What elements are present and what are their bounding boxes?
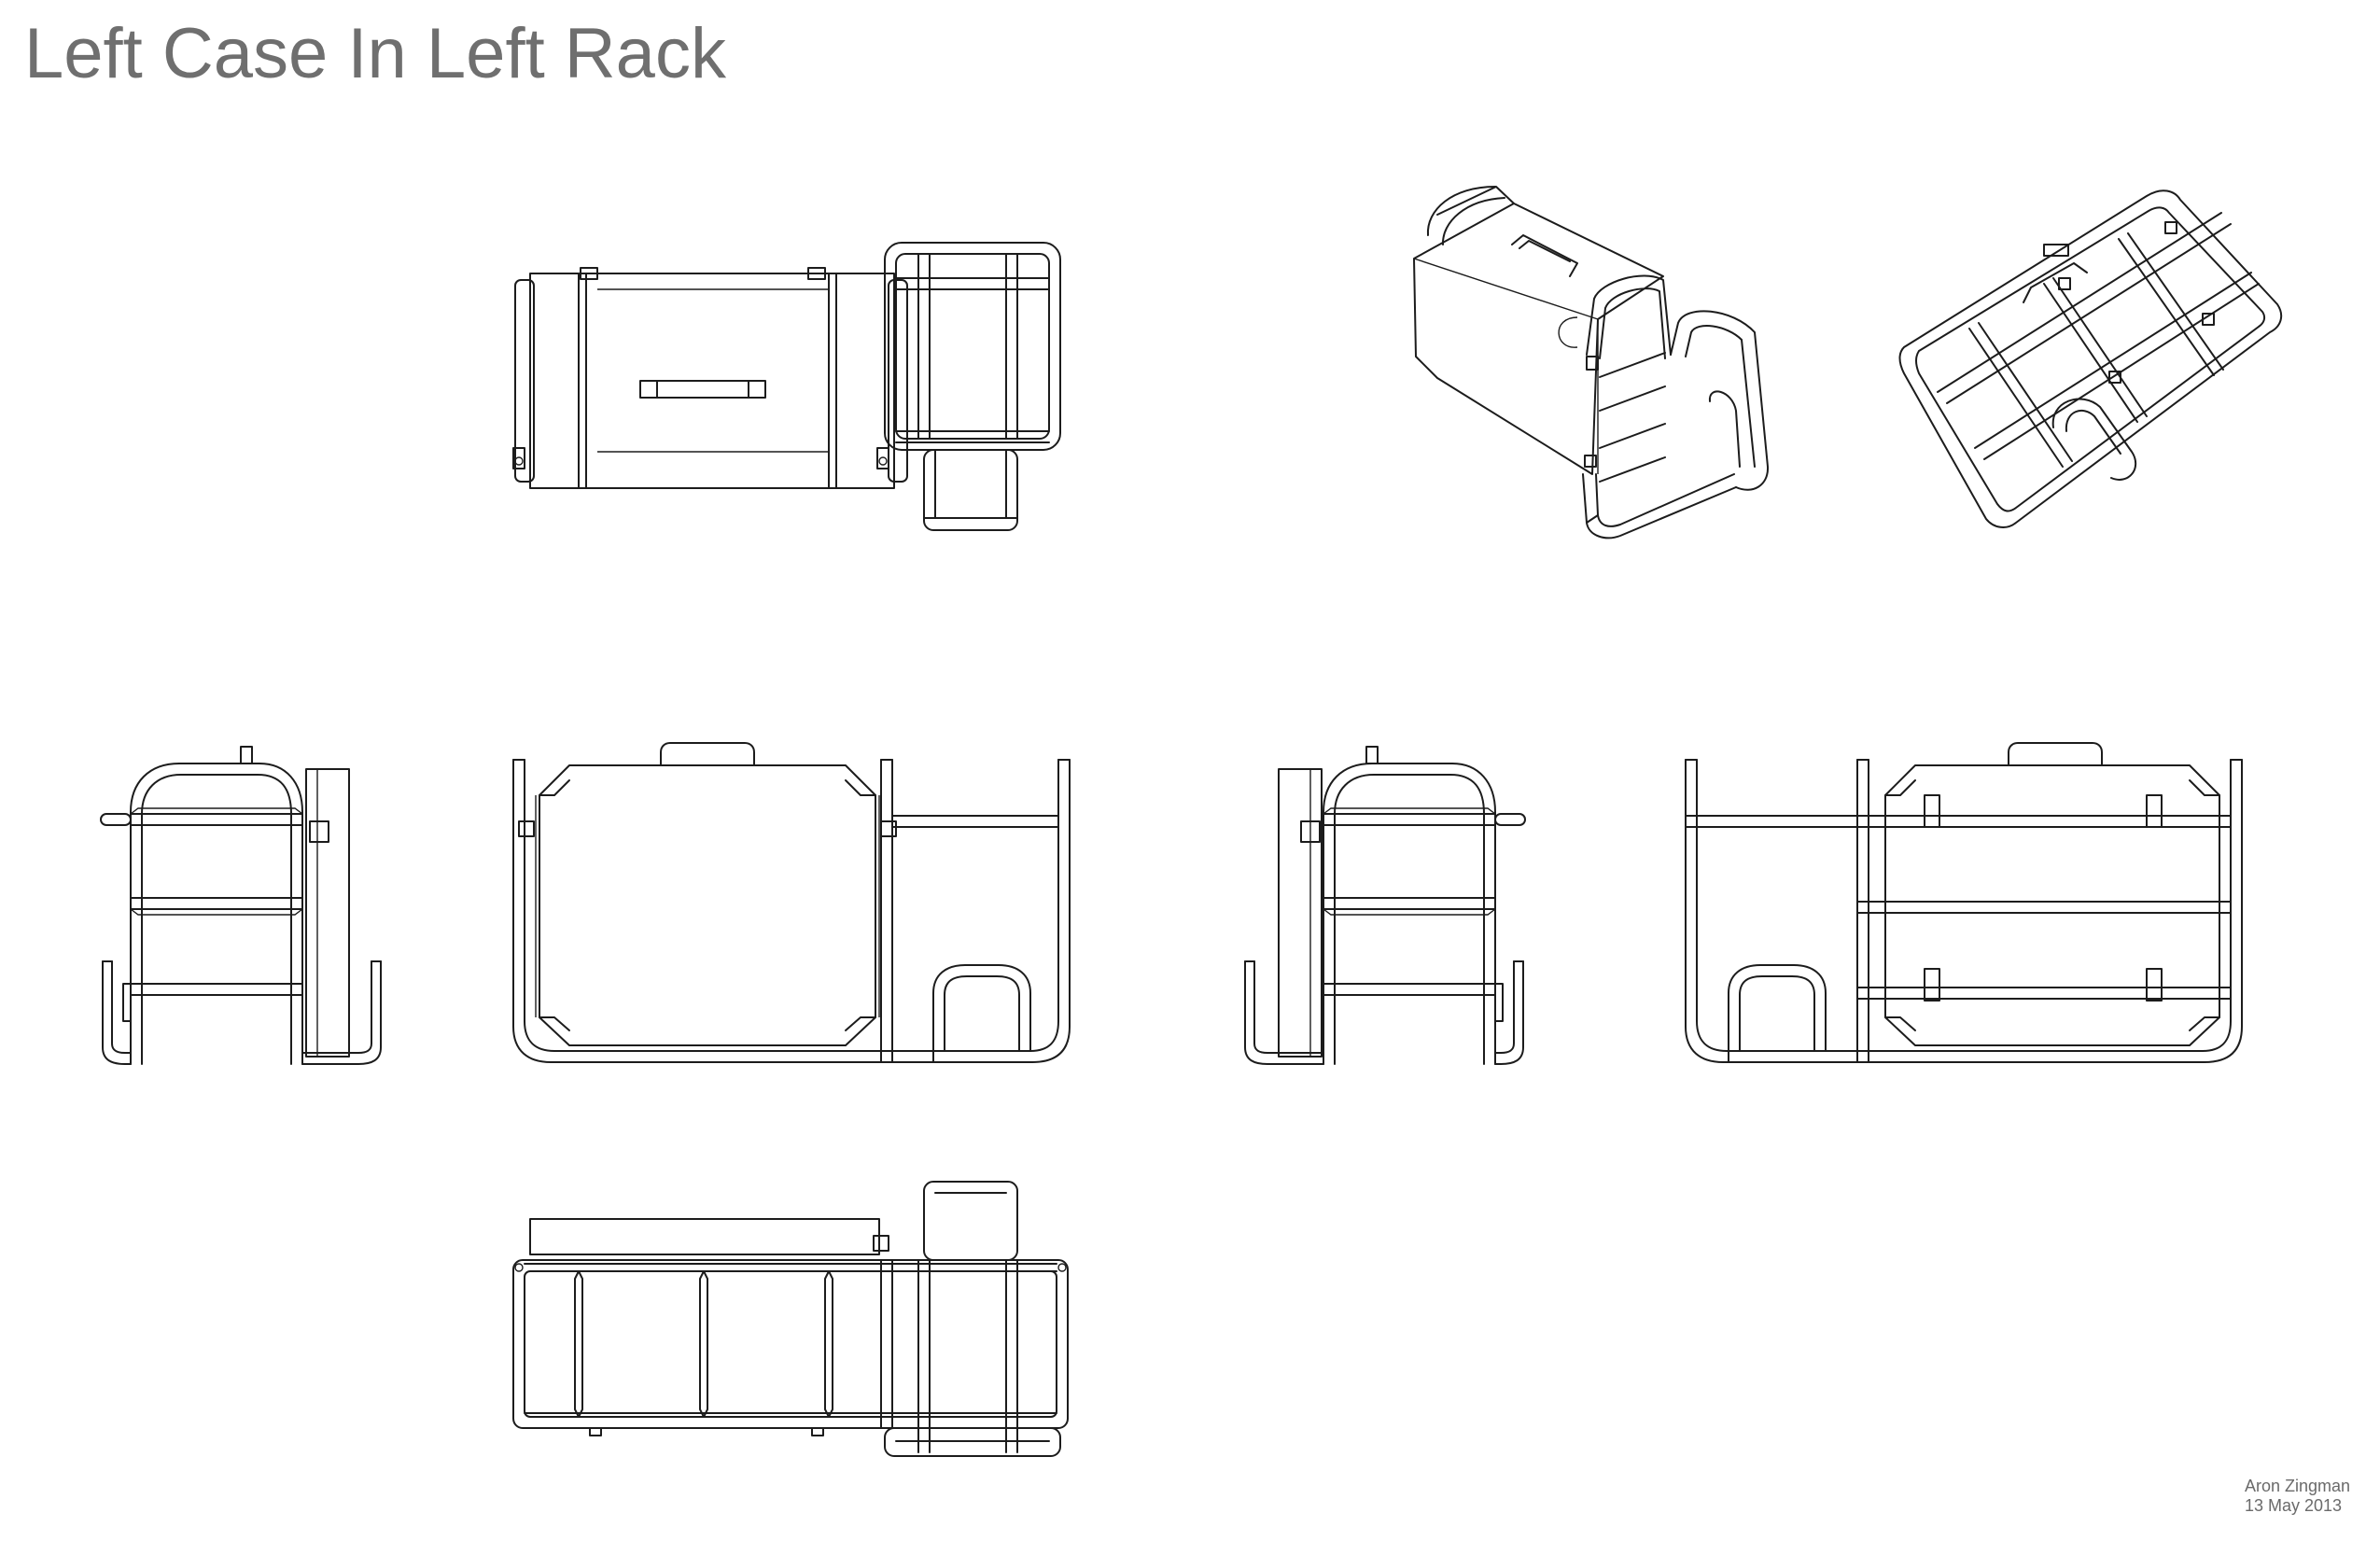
author-name: Aron Zingman (2245, 1477, 2351, 1495)
back-view (1685, 742, 2243, 1063)
bottom-view (512, 1181, 1069, 1457)
iso-view-2 (1898, 189, 2283, 528)
top-view (512, 242, 1061, 531)
right-side-view (1244, 746, 1526, 1065)
drawing-date: 13 May 2013 (2245, 1496, 2343, 1515)
author-credit: Aron Zingman 13 May 2013 (2245, 1477, 2350, 1516)
front-view (512, 742, 1071, 1063)
iso-view-1 (1413, 186, 1770, 539)
sheet-title: Left Case In Left Rack (24, 14, 726, 93)
left-side-view (100, 746, 382, 1065)
